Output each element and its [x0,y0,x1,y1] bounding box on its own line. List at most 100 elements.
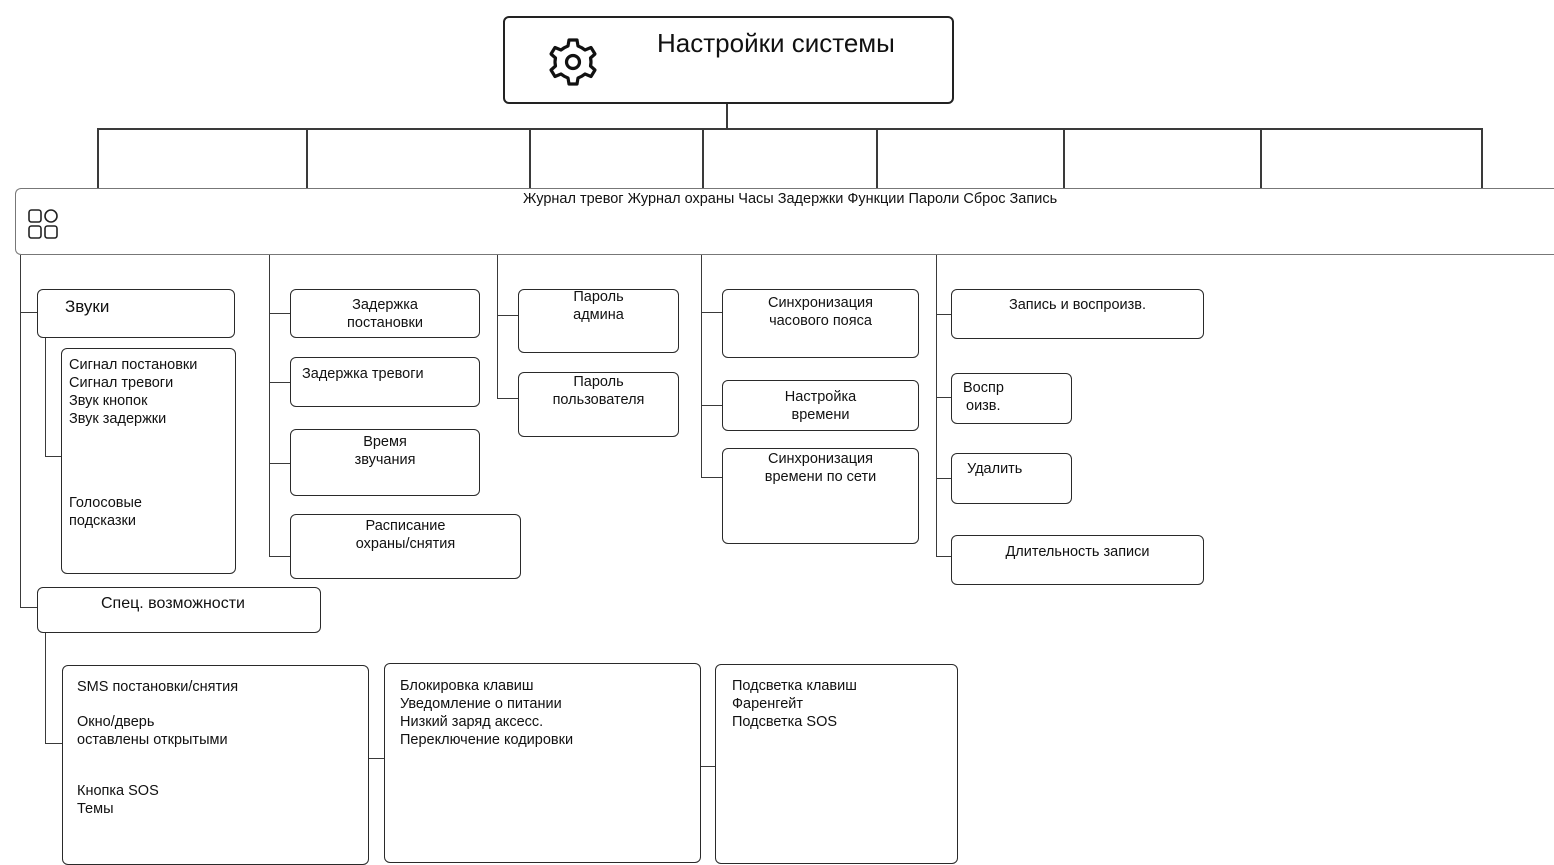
root-node-system-settings[interactable]: Настройки системы [503,16,954,104]
gear-icon [549,38,597,86]
record-play-node[interactable]: Запись и воспроизв. [951,289,1204,339]
connector [269,313,290,314]
connector [497,255,498,398]
list-item: Окно/дверь [77,714,155,730]
list-item: Подсветка клавиш [732,678,857,694]
list-item: Уведомление о питании [400,696,562,712]
connector [45,456,61,457]
special-group-3[interactable]: Подсветка клавиш Фаренгейт Подсветка SOS [715,664,958,864]
branch-drop [1063,128,1065,188]
connector [20,607,37,608]
node-label: Удалить [967,461,1023,477]
list-item: Сигнал постановки [69,357,198,373]
branch-drop [529,128,531,188]
list-item: Звук кнопок [69,393,148,409]
list-item: Кнопка SOS [77,783,159,799]
sounds-items-box[interactable]: Сигнал постановки Сигнал тревоги Звук кн… [61,348,236,574]
node-label: Настройка [784,389,857,405]
special-group-1[interactable]: SMS постановки/снятия Окно/дверь оставле… [62,665,369,865]
node-label: Время [363,434,407,450]
branch-drop [306,128,308,188]
special-group-2[interactable]: Блокировка клавиш Уведомление о питании … [384,663,701,863]
branch-drop [876,128,878,188]
node-label: админа [573,307,624,323]
connector [936,397,951,398]
branch-drop [702,128,704,188]
connector [701,766,715,767]
node-label: Пароль [573,374,624,390]
list-item: Голосовые [69,495,142,511]
connector [701,312,722,313]
root-connector [726,104,728,128]
list-item: Блокировка клавиш [400,678,534,694]
connector [45,338,46,456]
list-item: оставлены открытыми [77,732,228,748]
connector [269,255,270,557]
connector [269,463,290,464]
connector [497,315,518,316]
admin-password-node[interactable]: Пароль админа [518,289,679,353]
list-item: подсказки [69,513,136,529]
connector [45,743,62,744]
node-label: пользователя [552,392,645,408]
list-item: Звук задержки [69,411,167,427]
connector [45,633,46,743]
node-label: Расписание [365,518,446,534]
connector [497,398,518,399]
node-label: времени [791,407,850,423]
branch-drop [1260,128,1262,188]
branch-drop [97,128,99,188]
node-label: оизв. [966,398,1001,414]
connector [369,758,384,759]
list-item: Темы [77,801,114,817]
list-item: Фаренгейт [732,696,803,712]
list-item: SMS постановки/снятия [77,679,239,695]
connector [936,478,951,479]
time-setup-node[interactable]: Настройка времени [722,380,919,431]
play-node[interactable]: Воспр оизв. [951,373,1072,424]
connector [269,556,290,557]
schedule-node[interactable]: Расписание охраны/снятия [290,514,521,579]
node-label: Длительность записи [1005,544,1150,560]
special-title: Спец. возможности [101,595,245,612]
list-item: Сигнал тревоги [69,375,174,391]
tab-bar[interactable] [15,188,1554,255]
tz-sync-node[interactable]: Синхронизация часового пояса [722,289,919,358]
node-label: Запись и воспроизв. [1008,297,1147,313]
net-sync-node[interactable]: Синхронизация времени по сети [722,448,919,544]
user-password-node[interactable]: Пароль пользователя [518,372,679,437]
node-label: Синхронизация [767,295,874,311]
connector [701,405,722,406]
apps-grid-icon[interactable] [26,207,60,241]
special-node[interactable]: Спец. возможности [37,587,321,633]
sound-time-node[interactable]: Время звучания [290,429,480,496]
connector [936,314,951,315]
node-label: Задержка тревоги [302,366,424,382]
branch-bus [97,128,1482,130]
delete-node[interactable]: Удалить [951,453,1072,504]
node-label: Задержка [352,297,418,313]
list-item: Подсветка SOS [732,714,838,730]
node-label: часового пояса [769,313,872,329]
connector [936,556,951,557]
connector [269,382,290,383]
sounds-node[interactable]: Звуки [37,289,235,338]
list-item: Переключение кодировки [400,732,574,748]
connector [936,255,937,556]
node-label: Синхронизация [767,451,874,467]
node-label: звучания [354,452,416,468]
node-label: Пароль [573,289,624,305]
node-label: охраны/снятия [355,536,456,552]
root-title: Настройки системы [657,28,895,58]
duration-node[interactable]: Длительность записи [951,535,1204,585]
connector [701,255,702,478]
arm-delay-node[interactable]: Задержка постановки [290,289,480,338]
connector [701,477,722,478]
alarm-delay-node[interactable]: Задержка тревоги [290,357,480,407]
list-item: Низкий заряд аксесс. [400,714,544,730]
node-label: времени по сети [764,469,877,485]
node-label: постановки [347,315,423,331]
connector [20,312,37,313]
tab-bar-label: Журнал тревог Журнал охраны Часы Задержк… [523,191,1058,207]
sounds-title: Звуки [65,297,110,316]
